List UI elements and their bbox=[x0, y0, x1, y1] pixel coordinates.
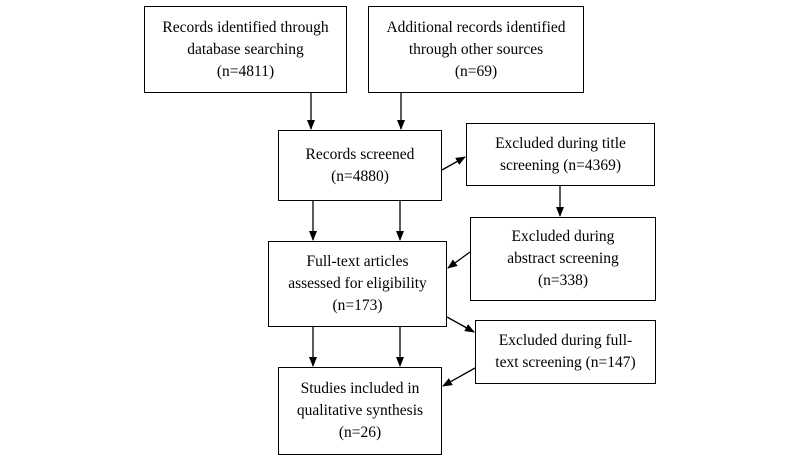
excluded-fulltext-screening-box: Excluded during full- text screening (n=… bbox=[475, 320, 656, 384]
records-identified-database-count: (n=4811) bbox=[216, 62, 275, 80]
arrow-fulltext-to-excluded-fulltext bbox=[446, 316, 475, 333]
excluded-fulltext-line1: Excluded during full- bbox=[498, 332, 633, 349]
additional-records-count: (n=69) bbox=[454, 62, 498, 80]
additional-records-box: Additional records identified through ot… bbox=[368, 6, 584, 93]
studies-included-line1: Studies included in bbox=[300, 380, 420, 397]
records-identified-database-line2: database searching bbox=[187, 40, 304, 58]
studies-included-count: (n=26) bbox=[338, 424, 382, 441]
records-identified-database-box: Records identified through database sear… bbox=[144, 6, 347, 93]
arrow-screened-to-excluded-title bbox=[441, 156, 466, 171]
fulltext-assessed-line1: Full-text articles bbox=[306, 253, 409, 270]
studies-included-box: Studies included in qualitative synthesi… bbox=[278, 367, 442, 455]
excluded-title-line2: screening (n=4369) bbox=[499, 156, 622, 174]
additional-records-line2: through other sources bbox=[408, 40, 544, 58]
studies-included-line2: qualitative synthesis bbox=[296, 402, 424, 419]
excluded-abstract-screening-box: Excluded during abstract screening (n=33… bbox=[470, 217, 656, 301]
excluded-fulltext-line2: text screening (n=147) bbox=[495, 354, 636, 371]
additional-records-line1: Additional records identified bbox=[386, 18, 566, 36]
excluded-abstract-line2: abstract screening bbox=[507, 250, 619, 267]
records-screened-label: Records screened bbox=[305, 145, 415, 163]
arrow-excluded-fulltext-to-included bbox=[442, 367, 476, 387]
fulltext-assessed-count: (n=173) bbox=[332, 297, 383, 314]
excluded-abstract-line1: Excluded during bbox=[511, 228, 615, 245]
fulltext-assessed-line2: assessed for eligibility bbox=[288, 275, 427, 292]
fulltext-assessed-box: Full-text articles assessed for eligibil… bbox=[268, 241, 447, 327]
records-identified-database-line1: Records identified through bbox=[162, 18, 329, 36]
records-screened-count: (n=4880) bbox=[331, 167, 389, 185]
records-screened-box: Records screened (n=4880) bbox=[278, 130, 442, 201]
excluded-title-screening-box: Excluded during title screening (n=4369) bbox=[466, 123, 655, 186]
arrow-excluded-abstract-to-fulltext bbox=[447, 251, 471, 269]
excluded-abstract-count: (n=338) bbox=[537, 272, 589, 289]
excluded-title-line1: Excluded during title bbox=[495, 134, 626, 152]
